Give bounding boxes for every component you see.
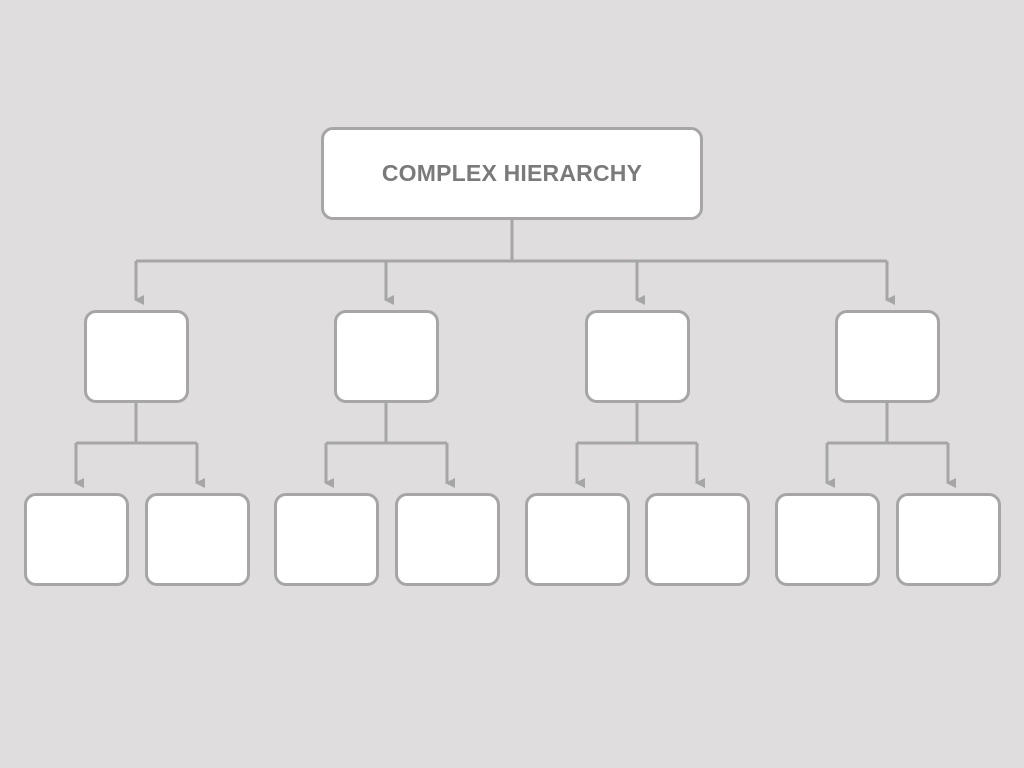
level1-node[interactable] <box>334 310 439 403</box>
leaf-node[interactable] <box>525 493 630 586</box>
leaf-node[interactable] <box>24 493 129 586</box>
root-connectors <box>134 220 895 305</box>
leaf-node[interactable] <box>645 493 750 586</box>
leaf-node[interactable] <box>274 493 379 586</box>
leaf-node[interactable] <box>896 493 1001 586</box>
level1-node[interactable] <box>84 310 189 403</box>
leaf-node[interactable] <box>145 493 250 586</box>
leaf-node[interactable] <box>775 493 880 586</box>
root-node[interactable]: COMPLEX HIERARCHY <box>321 127 703 220</box>
mid-connectors <box>74 403 956 488</box>
level1-node[interactable] <box>585 310 690 403</box>
root-node-label: COMPLEX HIERARCHY <box>381 160 643 186</box>
level1-node[interactable] <box>835 310 940 403</box>
leaf-node[interactable] <box>395 493 500 586</box>
